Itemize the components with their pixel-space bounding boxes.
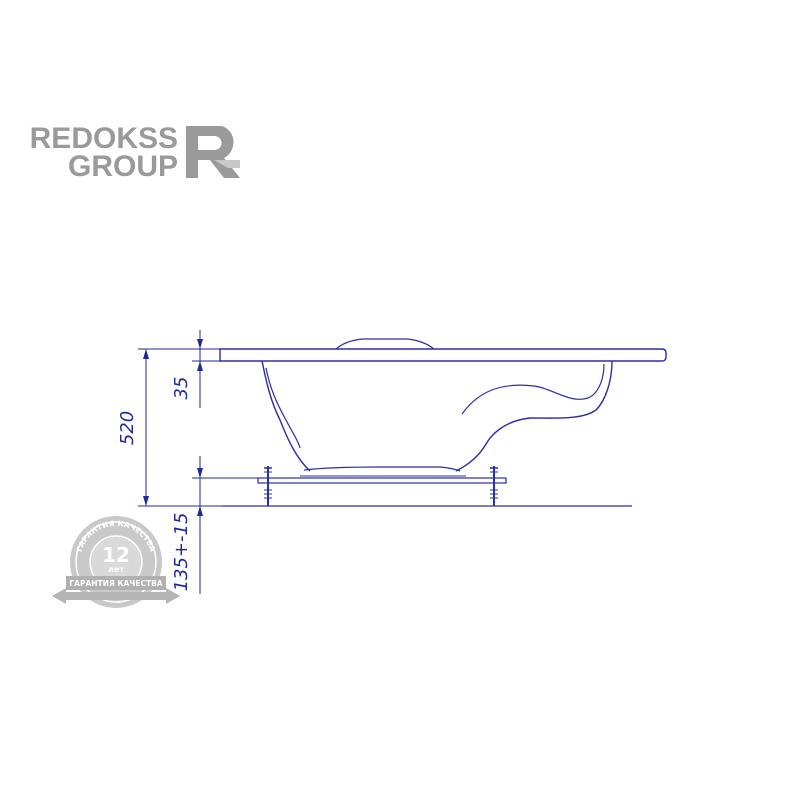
bathtub-left-wall <box>261 360 311 472</box>
overall-height-label: 520 <box>117 411 138 445</box>
seal-number: 12 <box>102 543 130 567</box>
support-frame <box>257 466 507 506</box>
rim-center-bump <box>335 338 435 350</box>
bathtub-right-wall <box>455 360 613 472</box>
dimension-lines: 520 35 135+-15 <box>117 330 258 594</box>
brand-name-line1: REDOKSS <box>30 122 178 155</box>
guarantee-seal: ГАРАНТИЯ КАЧЕСТВА 12 лет ГАРАНТИЯ КАЧЕСТ… <box>52 516 180 608</box>
support-height-label: 135+-15 <box>171 513 192 592</box>
bathtub-bottom <box>303 466 461 472</box>
seal-ribbon-text: ГАРАНТИЯ КАЧЕСТВА <box>69 579 162 588</box>
right-support-leg <box>490 466 498 506</box>
brand-name-line2: GROUP <box>68 150 178 183</box>
bathtub-rim <box>219 348 667 362</box>
bathtub <box>219 338 667 477</box>
rim-thickness-label: 35 <box>171 377 192 400</box>
bathtub-left-contour <box>265 367 301 449</box>
seal-ribbon <box>52 588 180 604</box>
frame-rail <box>257 477 507 484</box>
brand-logo: REDOKSS GROUP <box>30 122 240 183</box>
seal-unit: лет <box>108 565 124 574</box>
bathtub-armrest-contour <box>461 363 605 415</box>
redokss-r-logo-icon <box>186 126 240 178</box>
left-support-leg <box>264 466 272 506</box>
